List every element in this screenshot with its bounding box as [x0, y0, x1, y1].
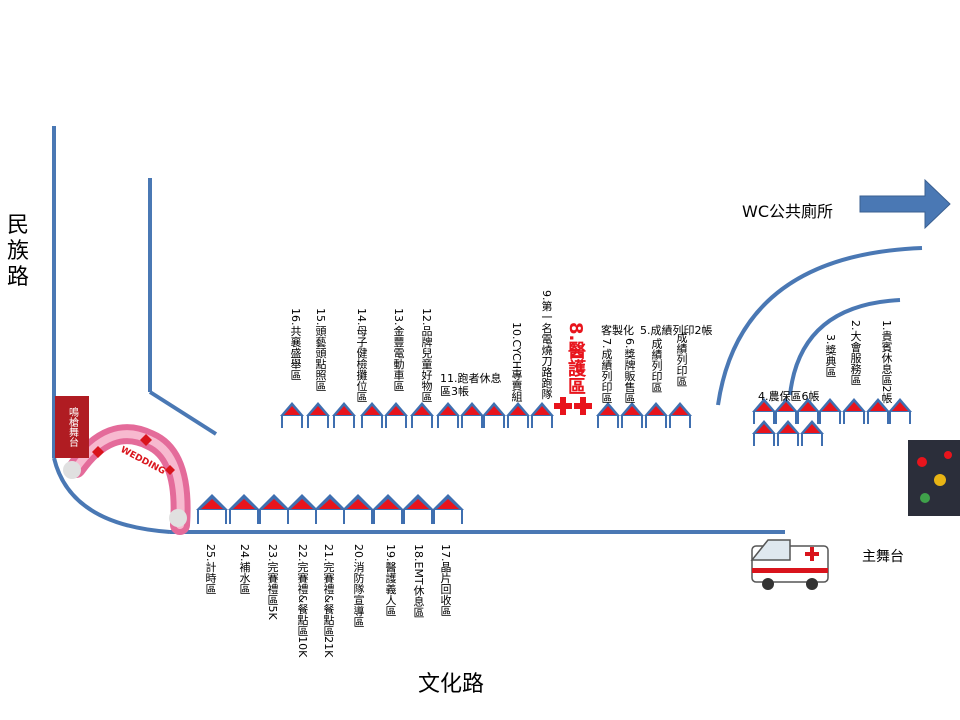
label-21: 21.完賽禮&餐點區21K — [322, 544, 335, 658]
tent-icon — [752, 420, 776, 446]
tent-icon — [888, 398, 912, 424]
tent-icon — [360, 402, 384, 428]
tent-icon — [228, 494, 260, 524]
label-9: 9.第一名電燒刀路跑隊 — [540, 290, 553, 400]
ambulance-icon — [750, 539, 829, 590]
tent-icon — [482, 402, 506, 428]
tent-icon — [842, 398, 866, 424]
tent-icon — [432, 494, 464, 524]
medical-cross-icons — [554, 397, 592, 415]
label-5: 5.成績列印2帳 — [640, 324, 713, 337]
tent-icon — [460, 402, 484, 428]
label-16: 16.共襄盛舉區 — [289, 308, 302, 381]
wc-label: WC公共廁所 — [742, 202, 833, 221]
outer-arc — [716, 246, 923, 406]
tent-icon — [818, 398, 842, 424]
label-25: 25.計時區 — [204, 544, 217, 595]
label-15: 15.頭藝頭點照區 — [314, 308, 327, 392]
label-20: 20.消防隊宣導區 — [352, 544, 365, 628]
tent-icon — [332, 402, 356, 428]
label-print-a: 成績列印區 — [650, 338, 663, 393]
wc-arrow-icon — [859, 178, 951, 230]
wedding-arch-icon — [63, 424, 191, 535]
tent-icon — [668, 402, 692, 428]
label-2: 2.大會服務區 — [849, 320, 862, 386]
gun-stage-box: 鳴槍舞台 — [55, 396, 89, 458]
tent-icon — [342, 494, 374, 524]
inner-arc — [788, 298, 901, 396]
label-1: 1.貴賓休息區2帳 — [880, 320, 893, 404]
label-14: 14.母子健檢攤位區 — [355, 308, 368, 403]
tent-icon — [596, 402, 620, 428]
main-stage-photo — [908, 440, 960, 516]
tent-icon — [196, 494, 228, 524]
tent-icon — [372, 494, 404, 524]
label-24: 24.補水區 — [238, 544, 251, 595]
label-18: 18.EMT休息區 — [412, 544, 425, 618]
label-7: 7.成績列印區 — [600, 338, 613, 404]
tent-icon — [866, 398, 890, 424]
tent-icon — [402, 494, 434, 524]
main-stage-label: 主舞台 — [862, 549, 904, 565]
tent-icon — [384, 402, 408, 428]
road-label-minzu: 民族路 — [6, 213, 29, 290]
tent-icon — [774, 398, 798, 424]
tent-icon — [796, 398, 820, 424]
label-22: 22.完賽禮&餐點區10K — [296, 544, 309, 658]
label-4: 4.農保區6帳 — [758, 390, 820, 403]
label-10: 10.CYCH專賣組 — [510, 322, 523, 403]
label-19: 19.醫護義人區 — [384, 544, 397, 617]
tent-icon — [752, 398, 776, 424]
road-label-wenhua: 文化路 — [418, 672, 485, 697]
label-custom: 客製化 — [601, 324, 634, 337]
label-17: 17.晶片回收區 — [439, 544, 452, 617]
label-11: 11.跑者休息區3帳 — [440, 372, 502, 398]
tent-icon — [436, 402, 460, 428]
tent-icon — [280, 402, 304, 428]
label-23: 23.完賽禮區5K — [266, 544, 279, 620]
label-12: 12.品牌兒童好物區 — [420, 308, 433, 403]
label-print-b: 成績列印區 — [675, 332, 688, 387]
corner-curve — [52, 457, 171, 534]
tent-icon — [800, 420, 824, 446]
tent-icon — [306, 402, 330, 428]
tent-icon — [530, 402, 554, 428]
label-3: 3.獎典區 — [824, 334, 837, 378]
medical-zone-label: 8.醫護區 — [565, 322, 586, 396]
label-6: 6.獎牌販售區 — [623, 338, 636, 404]
tent-icon — [506, 402, 530, 428]
inner-left-slant — [148, 390, 218, 436]
tent-icon — [776, 420, 800, 446]
label-13: 13.金豐電動車區 — [392, 308, 405, 392]
tent-icon — [410, 402, 434, 428]
tent-icon — [644, 402, 668, 428]
tent-icon — [620, 402, 644, 428]
